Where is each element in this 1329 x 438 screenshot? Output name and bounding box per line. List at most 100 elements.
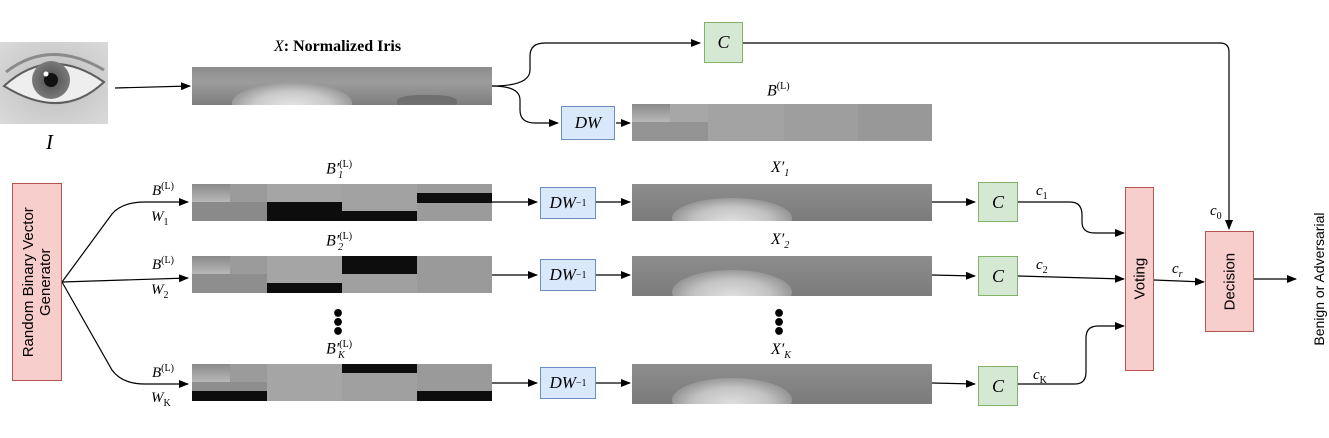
row2-classifier-box: C (978, 256, 1018, 296)
c0-sub: 0 (1216, 211, 1222, 222)
decision-label: Decision (1220, 252, 1238, 311)
row1-xprime-base: X′ (771, 159, 785, 176)
normalized-iris-image (192, 67, 492, 105)
rowk-bprime-base: B′ (326, 340, 340, 358)
rowk-output-label: cK (1033, 368, 1047, 386)
row1-bprime-sub: 1 (338, 169, 344, 181)
row1-classifier-box: C (978, 182, 1018, 222)
voting-box: Voting (1125, 187, 1154, 371)
row1-classifier-label: C (991, 191, 1004, 212)
wavelet-bands-image (632, 104, 932, 141)
rowk-xprime-sub: K (784, 350, 791, 362)
cr-label: cr (1172, 262, 1183, 280)
rowk-bprime-sup: (L) (339, 339, 353, 350)
arrow-r2-c (931, 271, 976, 280)
eye-label: I (46, 130, 53, 154)
row2-bprime-base: B′ (326, 232, 340, 250)
row2-idw-base: DW (549, 265, 576, 284)
row1-b-sup: (L) (161, 181, 174, 192)
arrow-r2-d (1017, 274, 1125, 283)
arrow-r3-c (931, 379, 976, 388)
rowk-idw-base: DW (549, 373, 576, 392)
arrow-classifier-to-decision (743, 42, 1233, 230)
row1-output-base: c (1036, 183, 1043, 199)
rowk-xprime-label: X′K (771, 342, 791, 361)
row2-b-label: B(L) (152, 256, 174, 273)
row2-b-sup: (L) (161, 255, 174, 266)
row1-w-label: W1 (151, 210, 169, 228)
arrow-iris-to-classifier (491, 39, 701, 87)
rowk-w-label: WK (151, 391, 171, 409)
rowk-masked-bands-image (192, 364, 492, 401)
decision-box: Decision (1205, 231, 1254, 332)
row1-output-label: c1 (1036, 184, 1048, 202)
row2-output-label: c2 (1036, 258, 1048, 276)
dw-label: DW (574, 113, 602, 132)
row1-b-label: B(L) (152, 182, 174, 199)
row1-masked-bands-image (192, 184, 492, 221)
generator-line2: Generator (37, 248, 54, 316)
row2-bprime-label: B′(L)2 (326, 232, 352, 253)
row2-classifier-label: C (991, 265, 1004, 286)
row-ellipsis-right-dots: ••• (772, 302, 787, 345)
row2-bprime-sub: 2 (338, 241, 344, 253)
row1-reconstructed-iris-image (632, 184, 932, 221)
rowk-b-label: B(L) (152, 364, 174, 381)
arrow-voting-to-decision (1153, 277, 1205, 286)
bl-title-sup: (L) (776, 81, 790, 92)
row2-reconstructed-iris-image (632, 256, 932, 296)
row2-masked-bands-image (192, 256, 492, 293)
arrow-gen-row1 (61, 198, 189, 283)
rowk-classifier-label: C (991, 375, 1004, 396)
rowk-idw-box: DW−1 (540, 367, 596, 399)
row1-idw-sup: −1 (575, 197, 587, 209)
eye-image (0, 42, 108, 124)
row2-idw-box: DW−1 (540, 259, 596, 291)
row2-xprime-base: X′ (771, 231, 785, 248)
arrow-eye-to-iris (114, 82, 191, 91)
row1-output-sub: 1 (1042, 191, 1048, 202)
voting-label: Voting (1130, 258, 1148, 300)
row2-bprime-sup: (L) (339, 231, 353, 242)
rowk-b-sup: (L) (161, 363, 174, 374)
bl-title-base: B (767, 82, 777, 100)
row1-w-sub: 1 (163, 217, 169, 228)
row1-idw-box: DW−1 (540, 187, 596, 219)
row2-xprime-sub: 2 (784, 240, 790, 252)
row2-b-base: B (152, 257, 162, 273)
row1-w-base: W (151, 209, 164, 225)
row1-bprime-base: B′ (326, 160, 340, 178)
arrow-r3-d (1018, 322, 1125, 385)
row1-b-base: B (152, 183, 162, 199)
output-label: Benign or Adversarial (1310, 212, 1327, 346)
rowk-w-sub: K (163, 398, 171, 409)
bl-title: B(L) (767, 82, 790, 99)
rowk-reconstructed-iris-image (632, 364, 932, 404)
row2-w-base: W (151, 282, 164, 298)
row2-xprime-label: X′2 (771, 232, 789, 251)
row1-xprime-sub: 1 (784, 168, 790, 180)
rowk-idw-sup: −1 (575, 377, 587, 389)
dw-box: DW (561, 106, 615, 140)
row1-bprime-label: B′(L)1 (326, 160, 352, 181)
iris-title: X: Normalized Iris (274, 39, 401, 55)
row2-w-label: W2 (151, 283, 169, 301)
rowk-w-base: W (151, 390, 164, 406)
rowk-bprime-sub: K (338, 349, 345, 361)
rowk-classifier-box: C (978, 366, 1018, 406)
row2-output-base: c (1036, 257, 1043, 273)
top-classifier-box: C (704, 22, 743, 63)
row2-idw-sup: −1 (575, 269, 587, 281)
rowk-output-sub: K (1039, 375, 1047, 386)
iris-title-text: : Normalized Iris (283, 38, 402, 55)
top-classifier-label: C (717, 32, 730, 52)
rowk-b-base: B (152, 365, 162, 381)
arrow-gen-row2 (61, 274, 189, 283)
row2-w-sub: 2 (163, 290, 169, 301)
row2-output-sub: 2 (1042, 265, 1048, 276)
c0-base: c (1210, 203, 1217, 219)
rowk-xprime-base: X′ (771, 341, 785, 358)
row1-idw-base: DW (549, 193, 576, 212)
